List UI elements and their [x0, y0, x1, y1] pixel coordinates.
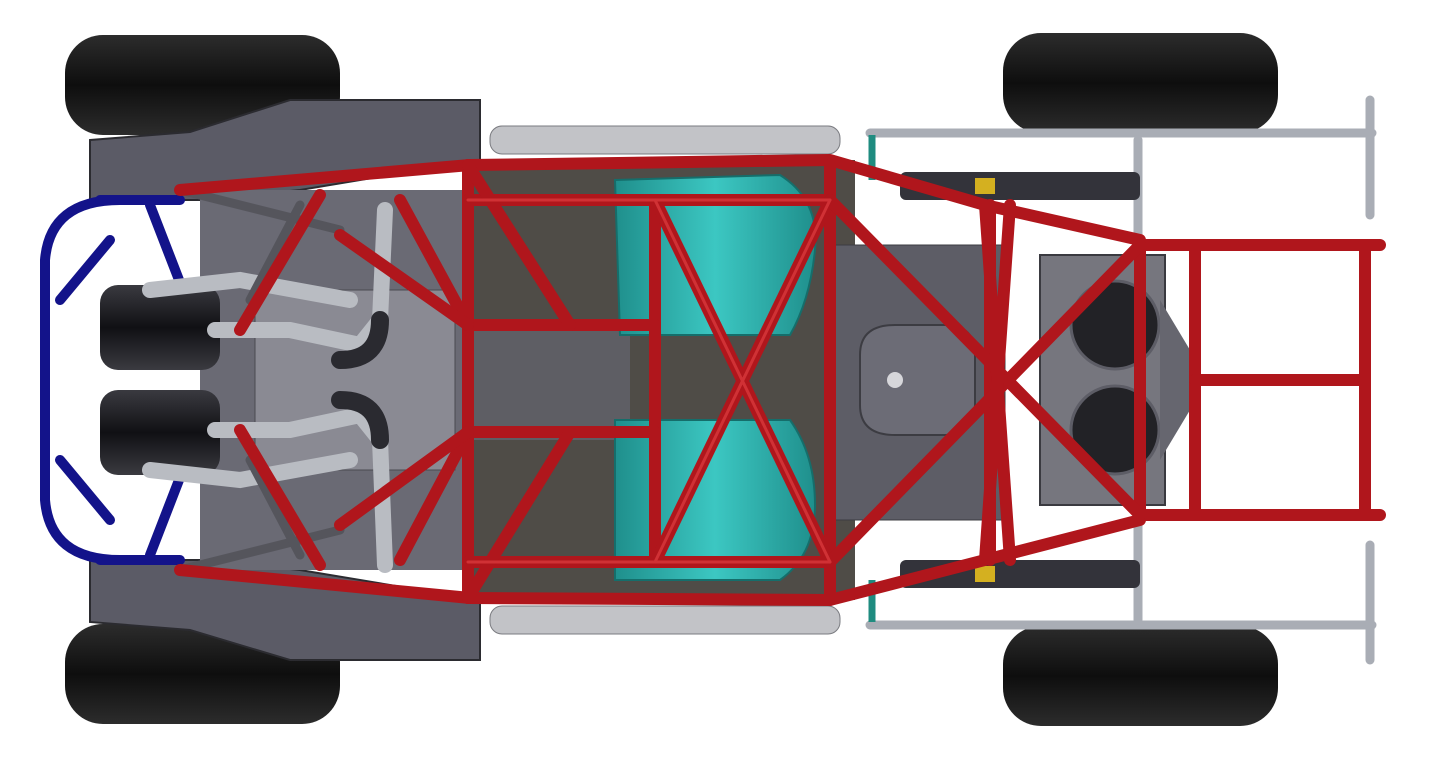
air-filter-lower [100, 390, 220, 475]
front-left-tire [1003, 33, 1278, 133]
fuel-tank-cover [859, 324, 976, 436]
roll-cage [174, 154, 1386, 606]
rear-suspension [175, 185, 345, 575]
side-skirt-lower [489, 605, 841, 635]
turbo-elbows [331, 311, 389, 449]
rear-bumper [40, 195, 215, 565]
engine-intake [100, 202, 456, 573]
front-upper-shock-mount [975, 178, 995, 194]
center-tunnel [470, 320, 630, 440]
fuel-cap [887, 372, 903, 388]
roll-cage-highlights [466, 198, 832, 564]
intake-pipes [142, 202, 393, 573]
air-filter-upper [100, 285, 220, 370]
front-nose-plate [1160, 300, 1190, 460]
roll-cage-perimeter [174, 154, 1146, 606]
front-right-tire [1003, 626, 1278, 726]
front-lower-shock-mount [975, 566, 995, 582]
front-tube-frame [865, 95, 1377, 665]
side-skirt-upper [489, 125, 841, 155]
engine-block [254, 289, 456, 471]
